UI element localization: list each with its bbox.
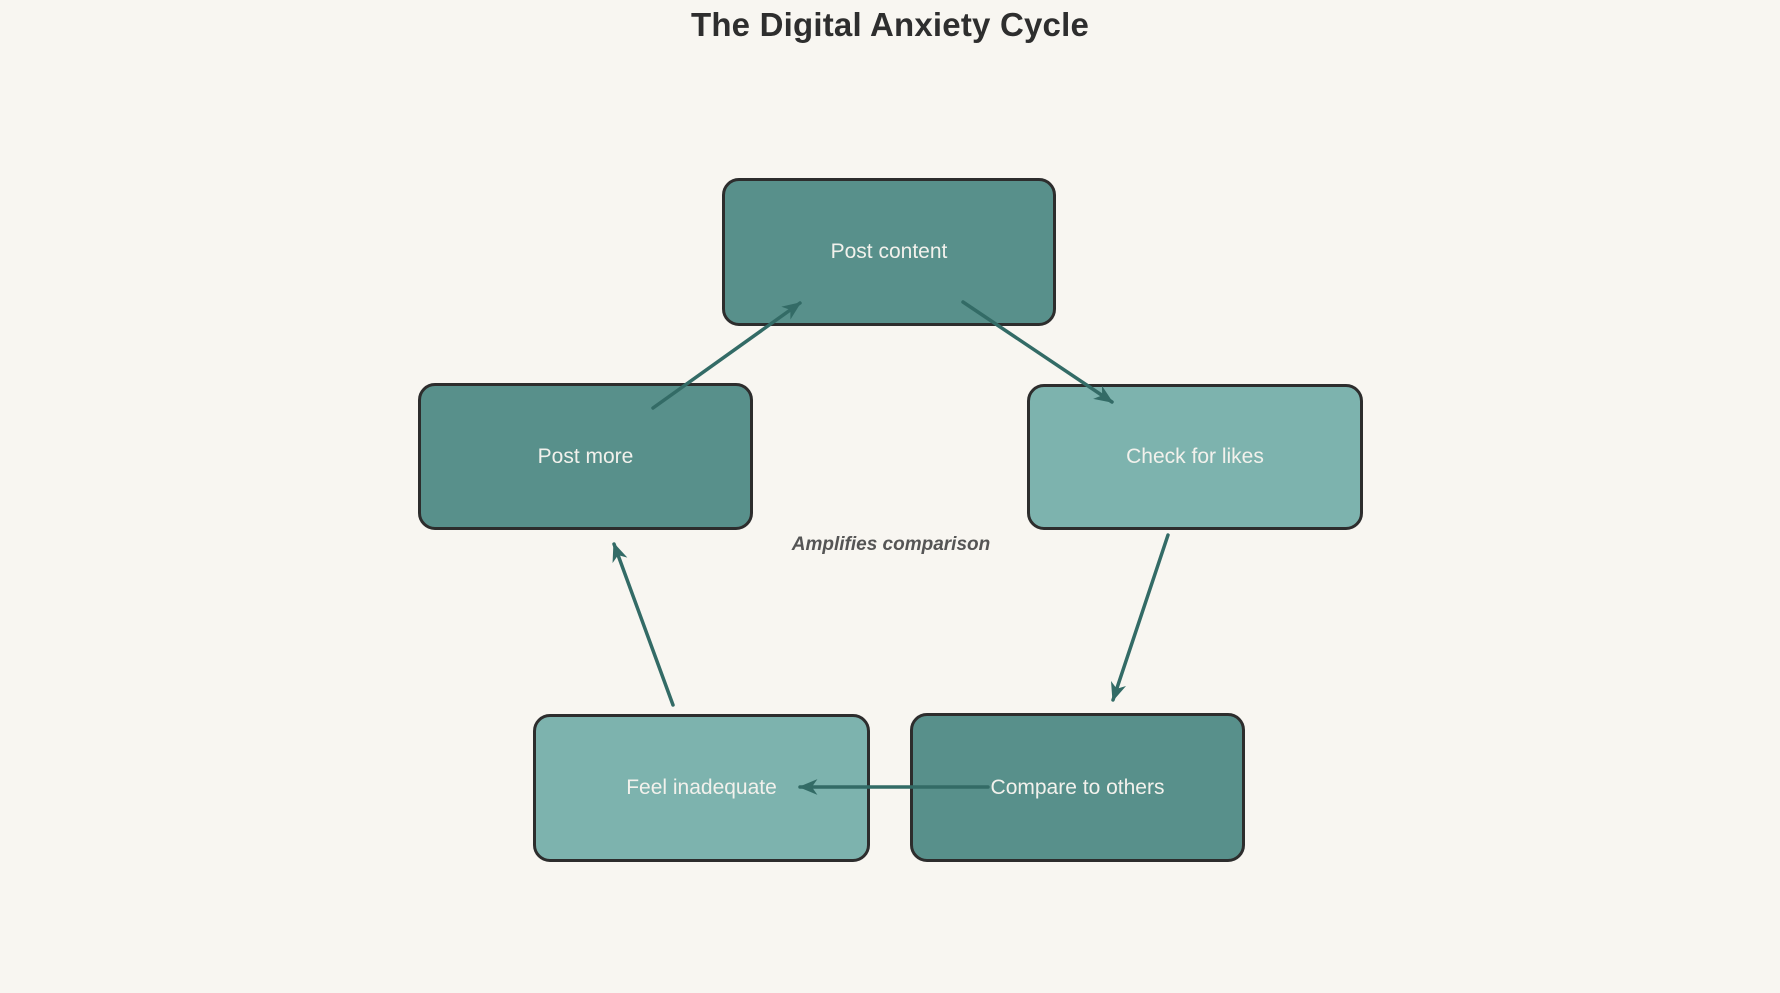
annotation-amplifies-comparison: Amplifies comparison xyxy=(791,534,991,555)
arrow-check-for-likes-to-compare-to-others xyxy=(1110,533,1170,702)
node-post-content: Post content xyxy=(722,178,1056,326)
arrow-feel-inadequate-to-post-more xyxy=(612,542,675,707)
node-post-content-label: Post content xyxy=(830,240,948,263)
node-post-more: Post more xyxy=(418,383,753,530)
node-check-for-likes-label: Check for likes xyxy=(1126,445,1264,468)
node-compare-to-others-label: Compare to others xyxy=(990,775,1165,799)
node-feel-inadequate: Feel inadequate xyxy=(533,714,870,862)
node-post-more-label: Post more xyxy=(537,444,634,468)
node-feel-inadequate-label: Feel inadequate xyxy=(626,776,777,799)
node-check-for-likes: Check for likes xyxy=(1027,384,1363,530)
diagram-title: The Digital Anxiety Cycle xyxy=(690,6,1090,43)
node-compare-to-others: Compare to others xyxy=(910,713,1245,862)
